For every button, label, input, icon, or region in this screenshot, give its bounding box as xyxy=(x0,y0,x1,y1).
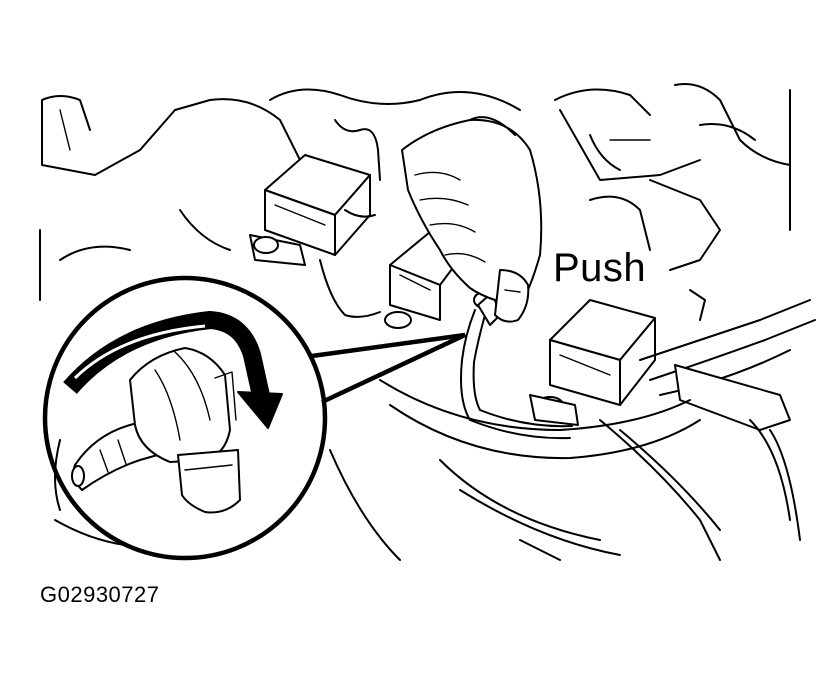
ignition-coil-right xyxy=(529,299,656,426)
wiring-harness xyxy=(589,195,816,561)
rotate-arrow xyxy=(63,311,283,429)
engine-background xyxy=(39,83,791,321)
ignition-coil-left xyxy=(249,119,381,266)
lower-pipes xyxy=(329,379,701,561)
figure-id: G02930727 xyxy=(40,582,160,607)
ignition-coil-middle xyxy=(319,231,471,329)
push-label: Push xyxy=(553,246,647,290)
hand-illustration xyxy=(401,116,543,323)
connector-detail xyxy=(54,347,241,546)
